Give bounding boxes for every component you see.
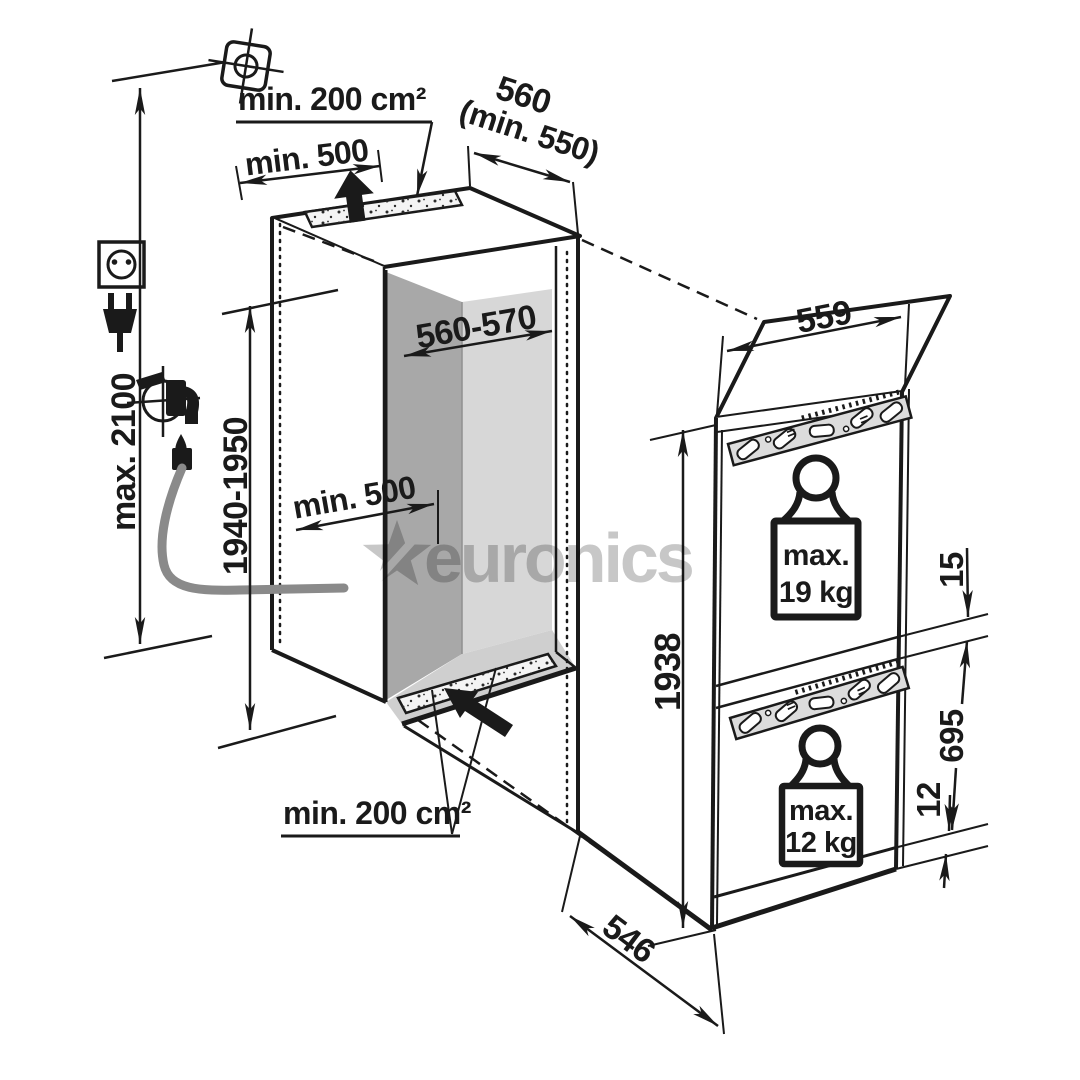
- svg-text:695: 695: [933, 709, 970, 763]
- svg-text:1940-1950: 1940-1950: [217, 417, 255, 575]
- bottom-vent-slot: [396, 652, 558, 715]
- niche-interior: [386, 272, 576, 724]
- weight-icon: [798, 724, 842, 768]
- watermark-brand: euronics: [424, 519, 693, 597]
- power-plug-icon: [103, 293, 137, 352]
- hinge-mechanism-upper: [726, 388, 913, 467]
- svg-text:15: 15: [933, 552, 970, 588]
- projection-line-bottom: [417, 718, 703, 924]
- svg-text:min. 200 cm²: min. 200 cm²: [238, 81, 426, 117]
- dim-ceiling-height: max. 2100: [103, 88, 213, 660]
- weight-upper-value: 19 kg: [779, 576, 853, 609]
- top-vent-slot: [303, 189, 464, 229]
- svg-text:12: 12: [910, 782, 947, 818]
- hinge-mechanism-lower: [728, 659, 911, 741]
- dim-appliance-height: 1938: [647, 424, 717, 947]
- dim-niche-height: 1940-1950: [217, 288, 339, 750]
- dim-upper-door-gap: 15: [897, 547, 989, 660]
- weight-lower-prefix: max.: [789, 795, 853, 827]
- drain-hose: [157, 448, 349, 595]
- appliance: max. 19 kg max. 12 kg: [710, 294, 952, 931]
- dim-top-vent-area: min. 200 cm²: [236, 81, 434, 197]
- airflow-in-arrow-icon: [444, 688, 513, 737]
- weight-lower-value: 12 kg: [785, 827, 857, 859]
- dim-bottom-gap: 12: [895, 782, 989, 889]
- svg-text:max. 2100: max. 2100: [105, 373, 143, 531]
- weight-badge-lower: max. 12 kg: [778, 724, 864, 868]
- svg-text:1938: 1938: [647, 633, 688, 711]
- power-outlet-icon: [97, 240, 146, 289]
- dim-appliance-depth: 546: [561, 835, 725, 1035]
- dim-bottom-vent-area: min. 200 cm²: [281, 667, 497, 838]
- svg-text:546: 546: [595, 907, 662, 971]
- projection-line-top: [581, 238, 758, 321]
- watermark: euronics: [362, 519, 696, 597]
- weight-icon: [792, 454, 840, 502]
- weight-upper-prefix: max.: [783, 539, 849, 572]
- svg-text:min. 200 cm²: min. 200 cm²: [283, 795, 471, 831]
- junction-box-icon: [111, 28, 284, 104]
- weight-badge-upper: max. 19 kg: [770, 454, 862, 621]
- cabinet-niche: [270, 170, 714, 933]
